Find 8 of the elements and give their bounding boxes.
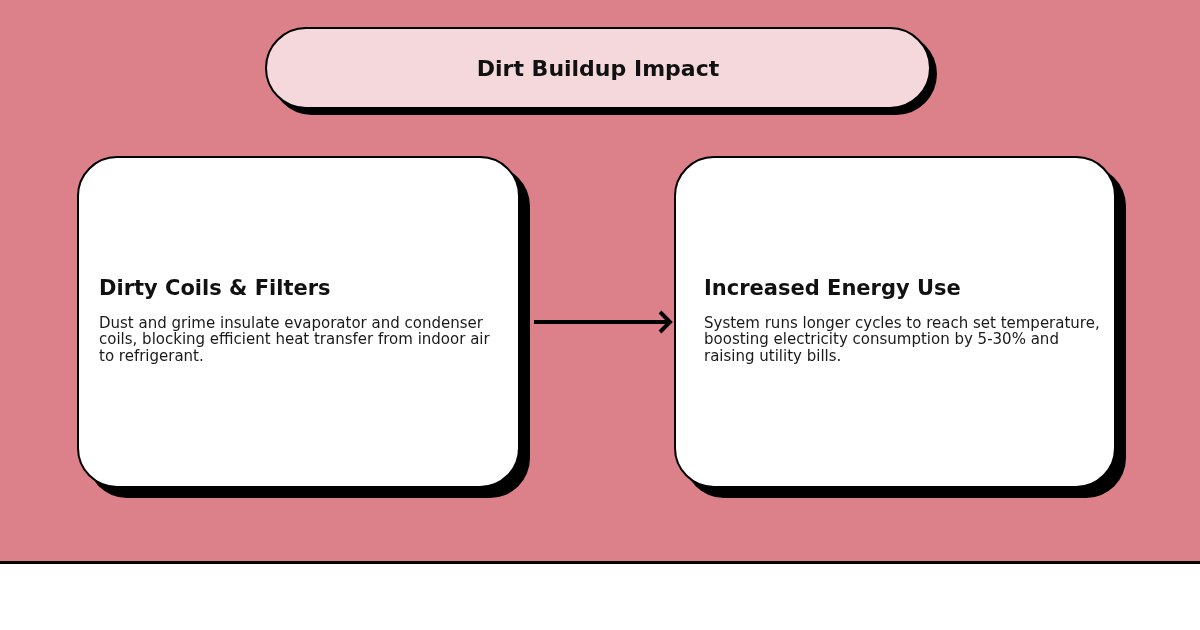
card-description: Dust and grime insulate evaporator and condenser coils, blocking efficient heat transfer from indoor air to refrigerant. — [99, 314, 491, 365]
card-heading: Dirty Coils & Filters — [99, 275, 331, 301]
card-description: System runs longer cycles to reach set temperature, boosting electricity consumption by 5-30% and raising utility bills. — [704, 314, 1101, 365]
card-heading: Increased Energy Use — [704, 275, 961, 301]
process-card — [674, 156, 1126, 498]
process-card — [77, 156, 530, 498]
diagram-title: Dirt Buildup Impact — [476, 55, 720, 81]
arrow — [534, 310, 672, 334]
